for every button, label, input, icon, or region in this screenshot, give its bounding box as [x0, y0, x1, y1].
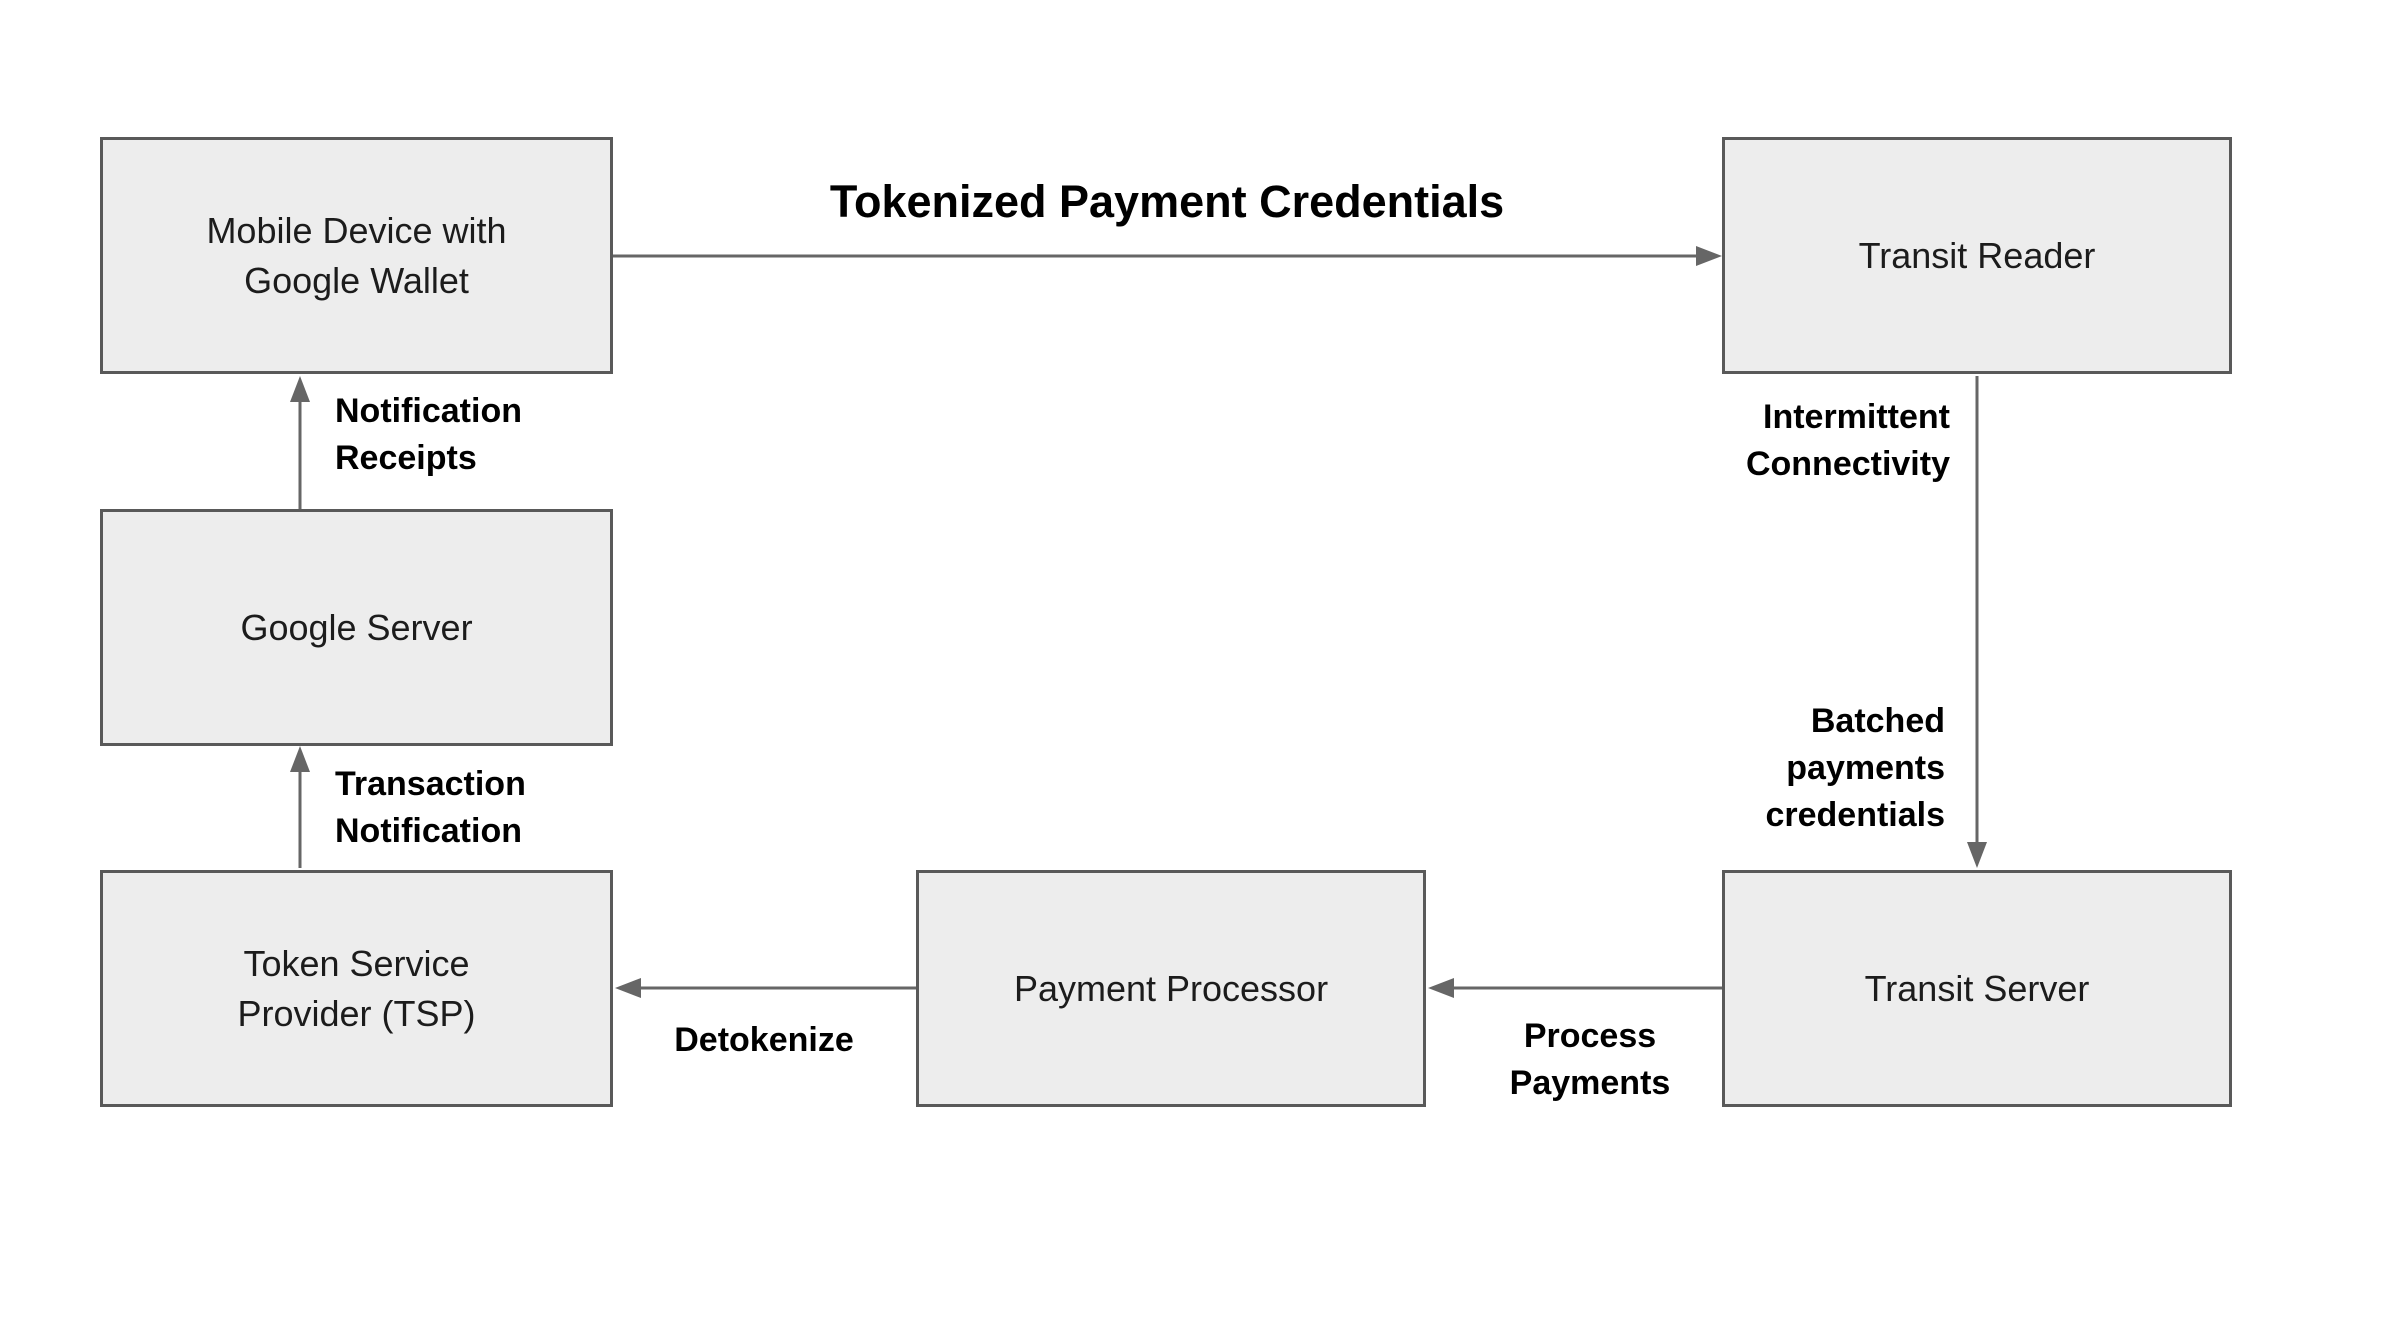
node-payment-processor: Payment Processor	[916, 870, 1426, 1107]
node-transit-server: Transit Server	[1722, 870, 2232, 1107]
node-google-server-label: Google Server	[240, 606, 473, 648]
arrow-transaction-notification	[290, 746, 310, 868]
node-google-server: Google Server	[100, 509, 613, 746]
edge-label-transaction-notification: Transaction Notification	[335, 765, 526, 850]
edge-label-notification-receipts: Notification Receipts	[335, 392, 522, 477]
arrow-tokenized-payment-credentials	[613, 246, 1722, 266]
edge-label-detokenize: Detokenize	[674, 1021, 854, 1059]
node-transit-reader: Transit Reader	[1722, 137, 2232, 374]
arrow-notification-receipts	[290, 376, 310, 509]
edge-label-process-payments: Process Payments	[1509, 1017, 1671, 1102]
edge-label-tokenized-payment-credentials: Tokenized Payment Credentials	[829, 176, 1505, 227]
node-token-service-provider-label: Token Service Provider (TSP)	[237, 942, 476, 1034]
node-transit-server-label: Transit Server	[1864, 967, 2090, 1009]
node-payment-processor-label: Payment Processor	[1013, 967, 1329, 1009]
arrow-process-payments	[1428, 978, 1722, 998]
node-token-service-provider: Token Service Provider (TSP)	[100, 870, 613, 1107]
node-mobile-device-label: Mobile Device with Google Wallet	[206, 209, 507, 301]
arrow-batched-payments	[1967, 376, 1987, 868]
edge-label-intermittent-connectivity: Intermittent Connectivity	[1745, 398, 1950, 483]
arrow-detokenize	[615, 978, 916, 998]
node-transit-reader-label: Transit Reader	[1858, 234, 2096, 276]
edge-label-batched-payments-credentials: Batched payments credentials	[1765, 702, 1945, 834]
node-mobile-device: Mobile Device with Google Wallet	[100, 137, 613, 374]
